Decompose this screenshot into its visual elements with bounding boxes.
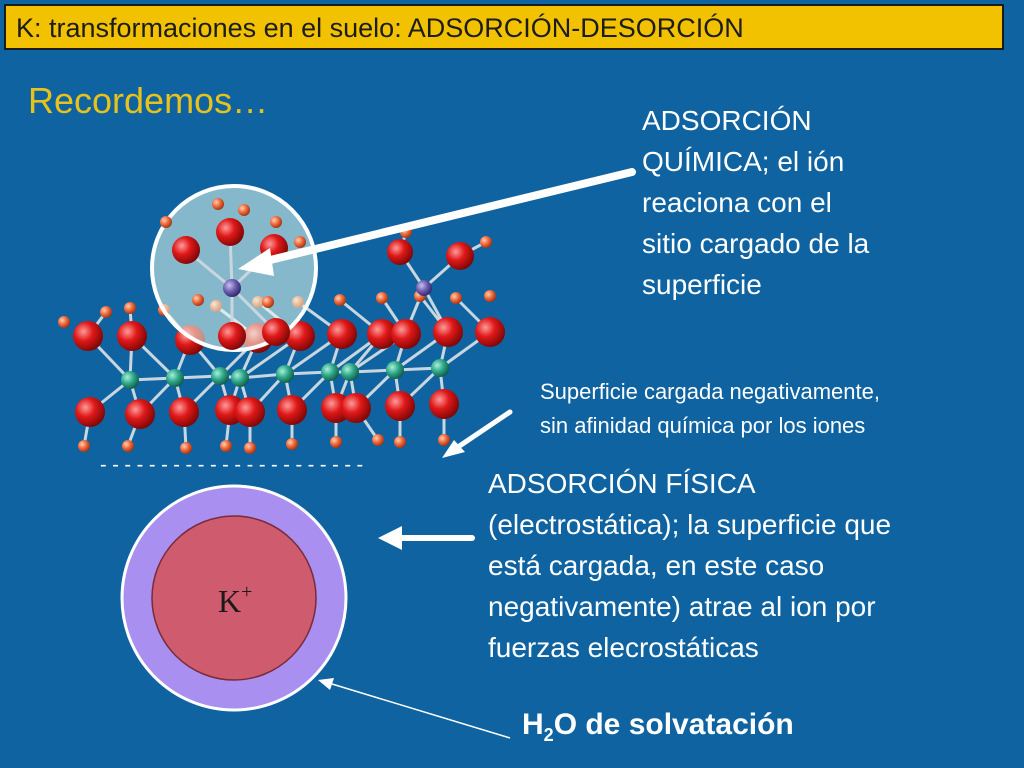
atom bbox=[327, 319, 357, 349]
atom bbox=[367, 319, 397, 349]
title-bar: K: transformaciones en el suelo: ADSORCI… bbox=[4, 4, 1004, 50]
atom bbox=[117, 321, 147, 351]
atom bbox=[100, 306, 112, 318]
atom bbox=[125, 399, 155, 429]
arrow-icon bbox=[238, 168, 636, 276]
atom bbox=[480, 236, 492, 248]
chemical-line-4: sitio cargado de la bbox=[642, 228, 870, 259]
atom bbox=[166, 369, 184, 387]
atom bbox=[484, 290, 496, 302]
atom bbox=[372, 434, 384, 446]
atom bbox=[446, 242, 474, 270]
atom bbox=[321, 363, 339, 381]
atom bbox=[73, 321, 103, 351]
atom bbox=[330, 436, 342, 448]
atom bbox=[277, 395, 307, 425]
zoomed-molecule bbox=[160, 198, 306, 350]
arrow-icon bbox=[442, 409, 513, 458]
atom bbox=[124, 302, 136, 314]
atom bbox=[416, 280, 432, 296]
atom bbox=[334, 294, 346, 306]
chemical-line-3: reaciona con el bbox=[642, 187, 832, 218]
atom bbox=[75, 397, 105, 427]
atom bbox=[450, 292, 462, 304]
physical-line-2: (electrostática); la superficie que bbox=[488, 509, 892, 540]
arrow-icon bbox=[378, 526, 475, 550]
atom bbox=[122, 440, 134, 452]
atom bbox=[169, 397, 199, 427]
atom bbox=[433, 317, 463, 347]
physical-adsorption-text: ADSORCIÓN FÍSICA (electrostática); la su… bbox=[488, 463, 891, 668]
atom bbox=[218, 322, 246, 350]
atom bbox=[475, 317, 505, 347]
atom bbox=[180, 442, 192, 454]
atom bbox=[160, 216, 172, 228]
physical-line-5: fuerzas elecrostáticas bbox=[488, 632, 759, 663]
potassium-ion bbox=[151, 515, 317, 681]
arrow-icon bbox=[318, 678, 511, 739]
ion-label: K+ bbox=[218, 581, 252, 619]
physical-line-3: está cargada, en este caso bbox=[488, 550, 825, 581]
chemical-line-2: QUÍMICA; el ión bbox=[642, 146, 845, 177]
atom bbox=[394, 436, 406, 448]
atom bbox=[276, 365, 294, 383]
atom bbox=[192, 294, 204, 306]
atom bbox=[211, 367, 229, 385]
surface-line-1: Superficie cargada negativamente, bbox=[540, 379, 880, 404]
atom bbox=[212, 198, 224, 210]
atom bbox=[386, 361, 404, 379]
atom bbox=[78, 440, 90, 452]
water-prefix: H bbox=[522, 708, 544, 741]
atom bbox=[262, 296, 274, 308]
surface-charge-label: - - - - - - - - - - - - - - - - - - - - … bbox=[100, 454, 363, 476]
atom bbox=[220, 440, 232, 452]
atom bbox=[238, 204, 250, 216]
atom bbox=[387, 239, 413, 265]
ion-symbol: K bbox=[218, 583, 241, 619]
physical-line-1: ADSORCIÓN FÍSICA bbox=[488, 468, 756, 499]
atom bbox=[341, 393, 371, 423]
solvation-water-label: H2O de solvatación bbox=[522, 708, 794, 746]
atom bbox=[286, 438, 298, 450]
slide-title: K: transformaciones en el suelo: ADSORCI… bbox=[16, 13, 744, 43]
surface-note-text: Superficie cargada negativamente, sin af… bbox=[540, 375, 880, 443]
atom bbox=[285, 321, 315, 351]
chemical-line-1: ADSORCIÓN bbox=[642, 105, 812, 136]
chemical-line-5: superficie bbox=[642, 269, 762, 300]
atom bbox=[376, 292, 388, 304]
atom bbox=[385, 391, 415, 421]
atom bbox=[231, 369, 249, 387]
chemical-adsorption-text: ADSORCIÓN QUÍMICA; el ión reaciona con e… bbox=[642, 100, 869, 305]
atom bbox=[341, 363, 359, 381]
atom bbox=[391, 319, 421, 349]
atom bbox=[244, 442, 256, 454]
water-suffix: O de solvatación bbox=[553, 708, 794, 741]
slide-subtitle: Recordemos… bbox=[28, 80, 269, 121]
surface-line-2: sin afinidad química por los iones bbox=[540, 413, 866, 438]
physical-line-4: negativamente) atrae al ion por bbox=[488, 591, 876, 622]
atom bbox=[121, 371, 139, 389]
atom bbox=[223, 279, 241, 297]
atom bbox=[58, 316, 70, 328]
atom bbox=[270, 216, 282, 228]
atom bbox=[172, 236, 200, 264]
atom bbox=[262, 318, 290, 346]
atom bbox=[429, 389, 459, 419]
atom bbox=[438, 434, 450, 446]
ion-charge: + bbox=[241, 581, 252, 603]
atom bbox=[294, 236, 306, 248]
atom bbox=[431, 359, 449, 377]
atom bbox=[235, 397, 265, 427]
water-subscript: 2 bbox=[543, 725, 554, 745]
atom bbox=[216, 218, 244, 246]
